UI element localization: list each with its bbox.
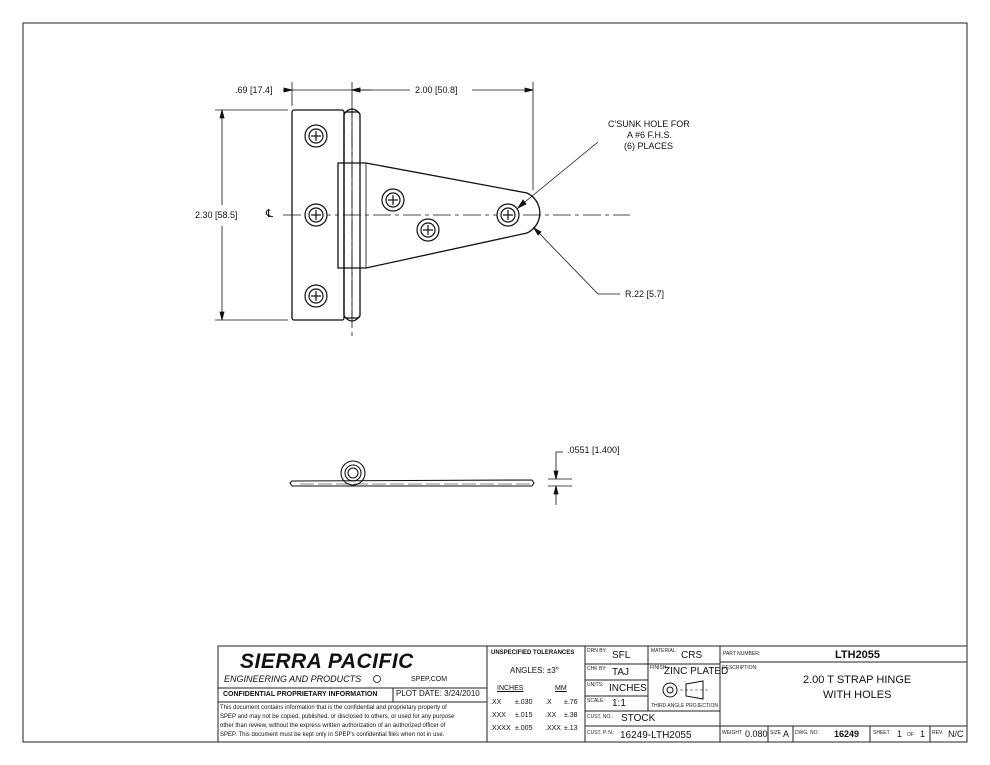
disclaimer-line-3: other than review, without the express w…	[220, 723, 446, 729]
sheet-label: SHEET	[873, 730, 890, 736]
rev-value: N/C	[948, 729, 964, 739]
size-value: A	[783, 729, 790, 739]
scale-label: SCALE:	[587, 698, 605, 704]
hole-5	[416, 218, 440, 242]
cust-pn-label: CUST. P. N.:	[587, 730, 615, 736]
tol-inch-3-val: ±.005	[515, 725, 533, 732]
weight-value: 0.080	[745, 729, 768, 739]
dimension-lines	[215, 82, 620, 505]
units-label: UNITS:	[587, 682, 604, 688]
finish-label: FINISH:	[650, 665, 668, 671]
tol-inch-1: .XX	[490, 699, 502, 706]
tol-mm-3-val: ±.13	[564, 725, 578, 732]
hole-1	[304, 124, 328, 148]
dim-height: 2.30 [58.5]	[195, 210, 238, 220]
company-subtitle: ENGINEERING AND PRODUCTS	[224, 674, 362, 684]
rev-label: REV.	[932, 730, 944, 736]
weight-label: WEIGHT	[722, 730, 742, 736]
of-label: OF	[907, 732, 914, 738]
company-website: SPEP.COM	[411, 676, 448, 683]
dwg-no-label: DWG. NO.	[795, 730, 819, 736]
tolerances-angles: ANGLES: ±3°	[510, 666, 559, 675]
title-block-grid	[217, 645, 968, 743]
hole-note-line-3: (6) PLACES	[624, 141, 674, 151]
third-angle-projection-symbol	[662, 680, 708, 700]
dim-strap-length: 2.00 [50.8]	[415, 85, 458, 95]
tol-mm-1: .X	[545, 699, 552, 706]
hole-note-line-1: C'SUNK HOLE FOR	[608, 119, 690, 129]
hole-note-line-2: A #6 F.H.S.	[627, 130, 673, 140]
cust-no-value: STOCK	[621, 713, 656, 724]
drn-by-label: DRN BY:	[587, 648, 608, 654]
hole-6	[496, 203, 520, 227]
tol-mm-1-val: ±.76	[564, 699, 578, 706]
tolerances-inches-head: INCHES	[497, 685, 524, 692]
dim-leaf-width: .69 [17.4]	[235, 85, 273, 95]
hole-2	[304, 203, 328, 227]
sheet-border	[22, 22, 968, 743]
dwg-no-value: 16249	[834, 729, 860, 739]
company-name: SIERRA PACIFIC	[240, 650, 414, 673]
tol-mm-2: .XX	[545, 712, 557, 719]
tol-inch-3: .XXXX	[490, 725, 511, 732]
countersunk-holes	[304, 124, 520, 308]
centerlines	[283, 100, 630, 336]
hole-3	[304, 284, 328, 308]
description-label: DESCRIPTION:	[722, 665, 758, 671]
disclaimer-line-2: SPEP and may not be copied, published, o…	[220, 714, 455, 720]
disclaimer-line-4: SPEP. This document must be kept only in…	[220, 732, 445, 738]
cust-no-label: CUST. NO.:	[587, 714, 614, 720]
hole-4	[381, 188, 405, 212]
cust-pn-value: 16249-LTH2055	[620, 730, 692, 741]
sheet-value: 1	[897, 729, 903, 739]
finish-value: ZINC PLATED	[664, 666, 729, 677]
size-label: SIZE	[770, 730, 782, 736]
tolerances-mm-head: MM	[555, 685, 567, 692]
tol-mm-2-val: ±.38	[564, 712, 578, 719]
material-value: CRS	[681, 650, 703, 661]
material-label: MATERIAL:	[651, 648, 678, 654]
units-value: INCHES	[609, 683, 647, 694]
dim-thickness: .0551 [1.400]	[567, 445, 620, 455]
tol-inch-2: .XXX	[490, 712, 506, 719]
chk-by-label: CHK BY:	[587, 666, 607, 672]
tol-mm-3: .XXX	[545, 725, 561, 732]
disclaimer-line-1: This document contains information that …	[220, 705, 447, 711]
part-number-label: PART NUMBER:	[723, 651, 761, 657]
dim-radius: R.22 [5.7]	[625, 289, 665, 299]
confidential-heading: CONFIDENTIAL PROPRIETARY INFORMATION	[223, 691, 378, 698]
plot-date: PLOT DATE: 3/24/2010	[396, 689, 480, 698]
centerline-symbol: ℄	[266, 208, 274, 220]
tol-inch-1-val: ±.030	[515, 699, 533, 706]
description-line-2: WITH HOLES	[823, 689, 892, 701]
tolerances-title: UNSPECIFIED TOLERANCES	[491, 650, 575, 656]
registered-mark-icon	[373, 675, 381, 683]
chk-by-value: TAJ	[612, 667, 630, 678]
hinge-side-view	[289, 460, 535, 487]
scale-value: 1:1	[612, 698, 626, 709]
part-number-value: LTH2055	[835, 649, 881, 661]
tol-inch-2-val: ±.015	[515, 712, 533, 719]
description-line-1: 2.00 T STRAP HINGE	[803, 674, 912, 686]
drn-by-value: SFL	[612, 650, 631, 661]
projection-label: THIRD ANGLE PROJECTION	[651, 703, 718, 709]
sheet-total-value: 1	[920, 729, 926, 739]
